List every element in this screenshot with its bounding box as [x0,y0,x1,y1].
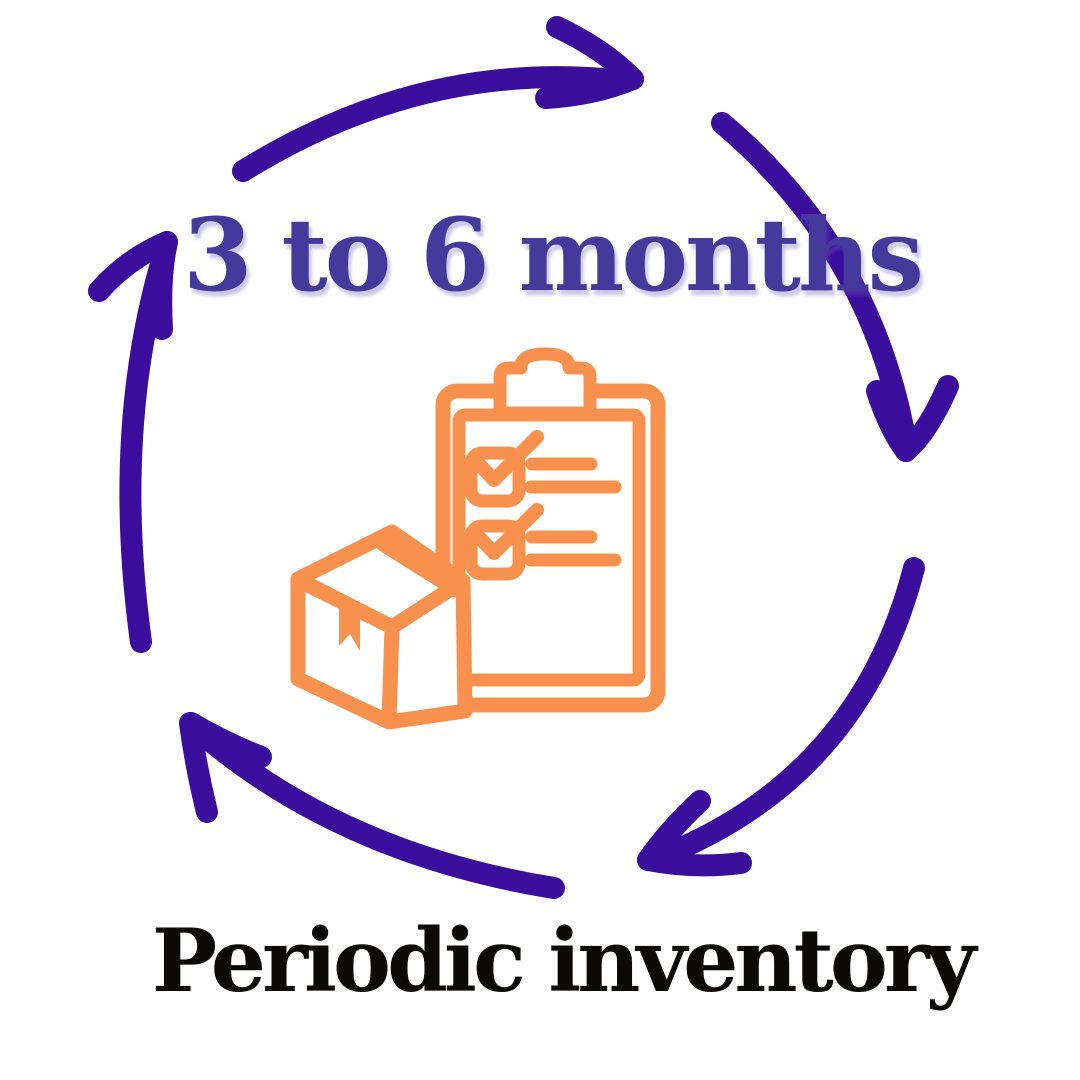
diagram-title: Periodic inventory [151,909,977,1012]
clipboard-checklist-icon [435,347,666,713]
duration-label: 3 to 6 months [183,196,924,314]
arrow-bottom-right-icon [637,557,925,877]
arrow-right-icon [711,112,959,462]
checklist-row [464,503,622,581]
arrow-left-icon [88,231,178,653]
package-box-icon [290,524,473,730]
arrow-top-icon [232,16,644,182]
arrow-bottom-left-icon [179,712,565,899]
checklist-row [464,430,622,508]
